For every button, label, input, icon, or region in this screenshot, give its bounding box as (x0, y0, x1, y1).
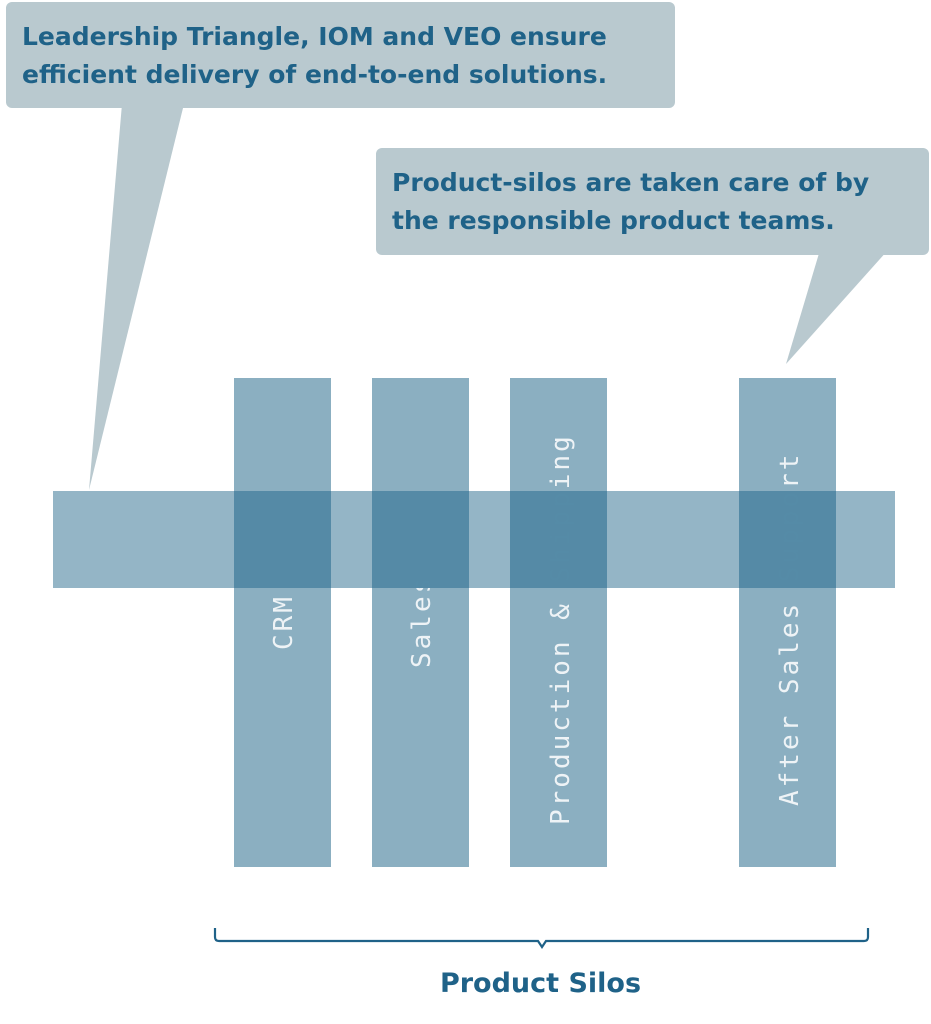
leadership-callout-line-1: Leadership Triangle, IOM and VEO ensure (22, 22, 607, 51)
overlap-after-sales-support (739, 491, 836, 588)
product-silos-callout-bubble (376, 148, 929, 364)
product-silos-bracket (213, 928, 870, 949)
overlap-sales (372, 491, 469, 588)
silo-column-crm (234, 378, 331, 867)
silo-label-sales: Sales (407, 575, 437, 668)
product-silos-callout-text: Product-silos are taken care of by the r… (392, 164, 869, 240)
silo-label-crm: CRM (269, 594, 299, 650)
leadership-callout-text: Leadership Triangle, IOM and VEO ensure … (22, 18, 607, 94)
product-silos-callout-line-2: the responsible product teams. (392, 206, 835, 235)
overlap-crm (234, 491, 331, 588)
silo-column-production-shipping (510, 378, 607, 867)
silo-column-sales (372, 378, 469, 867)
product-silos-label: Product Silos (439, 968, 642, 999)
leadership-callout-bubble (6, 2, 675, 490)
overlap-production-shipping (510, 491, 607, 588)
leadership-callout-line-2: efficient delivery of end-to-end solutio… (22, 60, 608, 89)
product-silos-callout-line-1: Product-silos are taken care of by (392, 168, 870, 197)
silo-column-after-sales-support (739, 378, 836, 867)
